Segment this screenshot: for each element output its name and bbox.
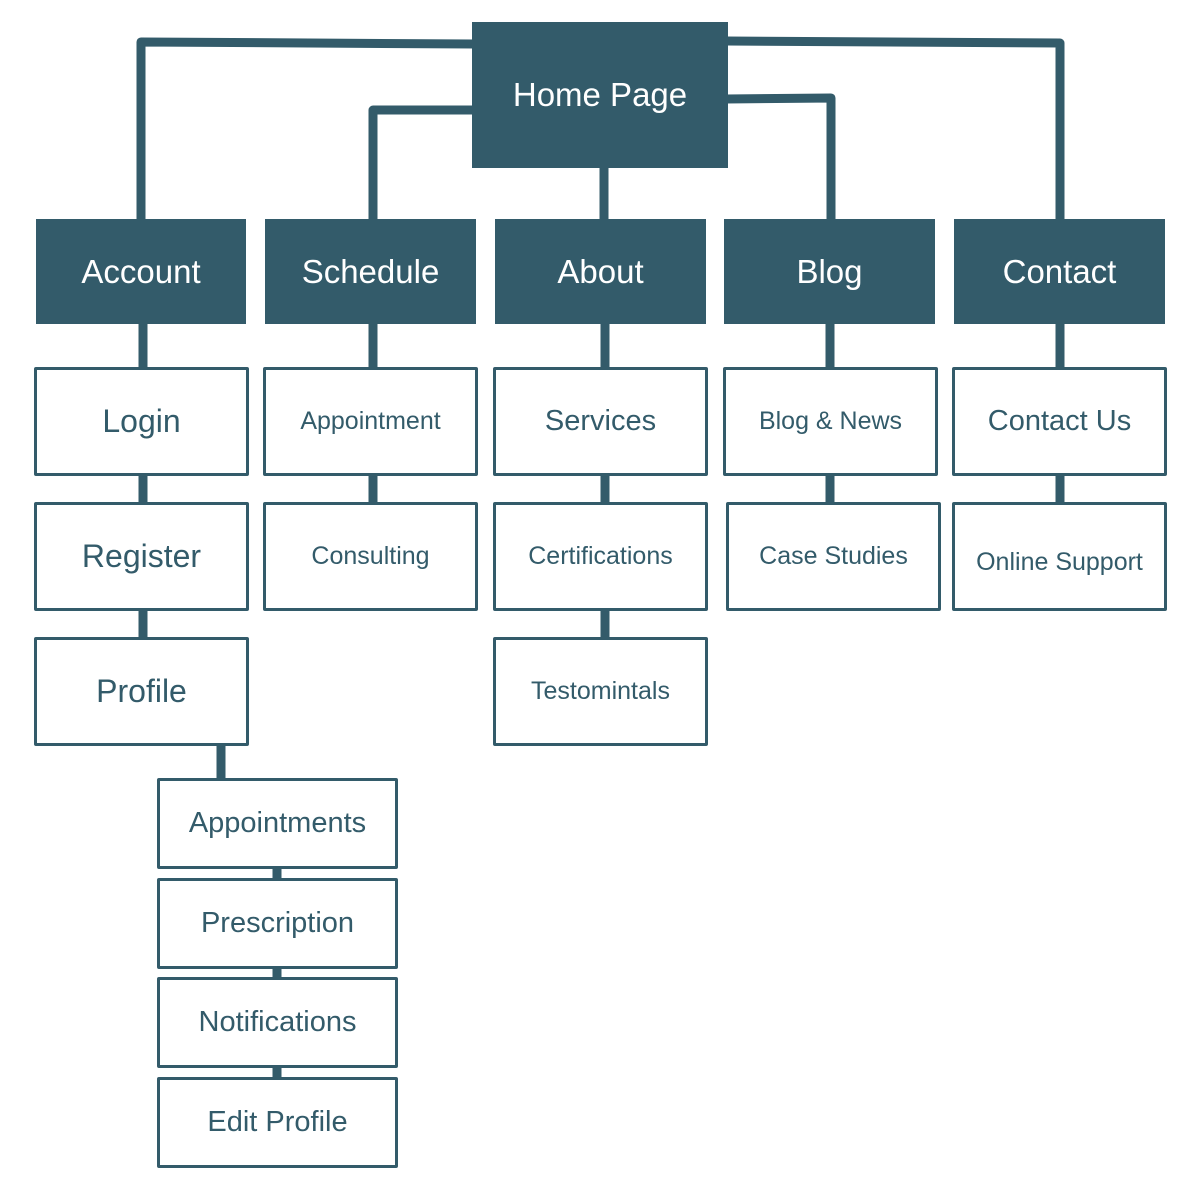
- appointment-node[interactable]: Appointment: [263, 367, 478, 476]
- testimonials-node[interactable]: Testomintals: [493, 637, 708, 746]
- blog-node[interactable]: Blog: [724, 219, 935, 324]
- prescription-node[interactable]: Prescription: [157, 878, 398, 969]
- appointments-node[interactable]: Appointments: [157, 778, 398, 869]
- account-node[interactable]: Account: [36, 219, 246, 324]
- services-node[interactable]: Services: [493, 367, 708, 476]
- contact-us-node[interactable]: Contact Us: [952, 367, 1167, 476]
- connector-home-contact: [725, 36, 1065, 220]
- edit-profile-node[interactable]: Edit Profile: [157, 1077, 398, 1168]
- connector-home-account: [136, 37, 475, 220]
- certifications-node[interactable]: Certifications: [493, 502, 708, 611]
- notifications-node[interactable]: Notifications: [157, 977, 398, 1068]
- online-support-node[interactable]: Online Support: [952, 502, 1167, 611]
- login-node[interactable]: Login: [34, 367, 249, 476]
- schedule-node[interactable]: Schedule: [265, 219, 476, 324]
- consulting-node[interactable]: Consulting: [263, 502, 478, 611]
- blog-news-node[interactable]: Blog & News: [723, 367, 938, 476]
- register-node[interactable]: Register: [34, 502, 249, 611]
- about-node[interactable]: About: [495, 219, 706, 324]
- profile-node[interactable]: Profile: [34, 637, 249, 746]
- case-studies-node[interactable]: Case Studies: [726, 502, 941, 611]
- connector-home-blog: [725, 93, 836, 220]
- contact-node[interactable]: Contact: [954, 219, 1165, 324]
- home-page-node[interactable]: Home Page: [472, 22, 728, 168]
- connector-home-schedule: [368, 105, 474, 220]
